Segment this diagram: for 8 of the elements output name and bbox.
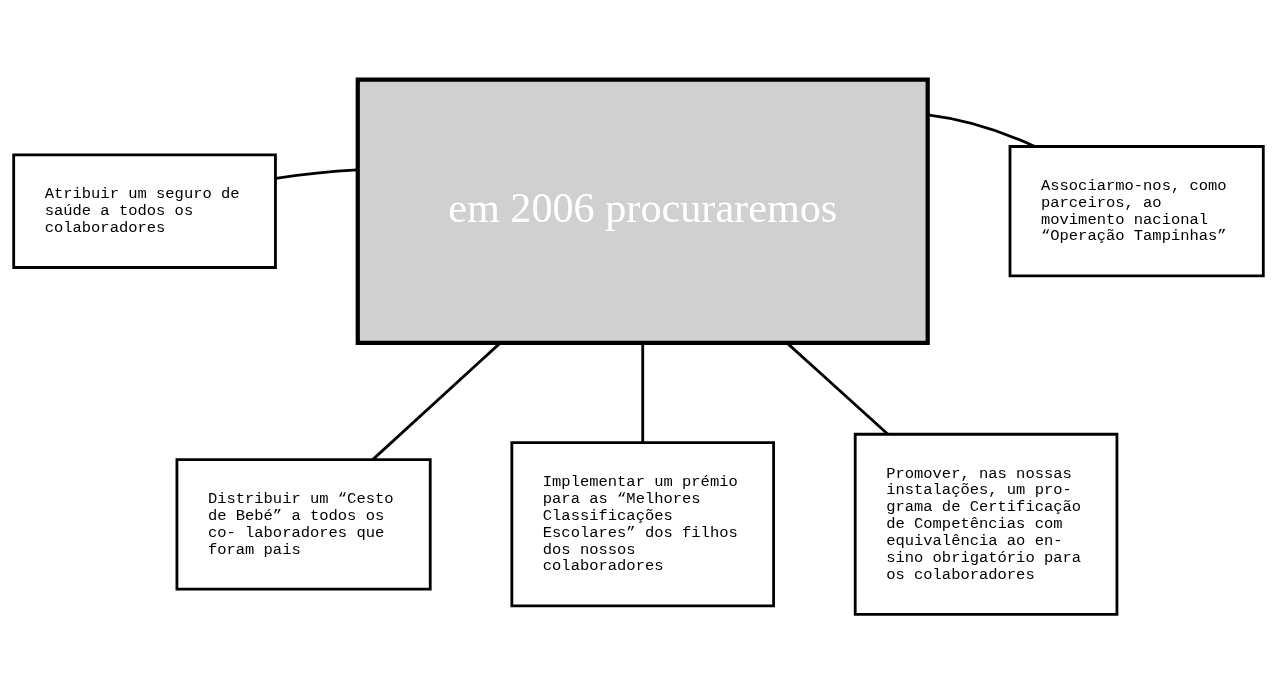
node-box: Implementar um prémio para as “Melhores Classificações Escolares” dos filhos dos nossos colaboradores — [510, 440, 775, 607]
node-box: Atribuir um seguro de saúde a todos os colaboradores — [12, 153, 277, 269]
connector — [275, 167, 358, 180]
connector — [927, 112, 1035, 148]
node-box: Associarmo-nos, como parceiros, ao movimento nacional “Operação Tampinhas” — [1008, 144, 1265, 277]
connector — [641, 342, 645, 443]
node-box: Promover, nas nossas instalações, um pro- grama de Certificação de Competências com equivalência ao en- sino obrigatório para os colaboradores — [853, 432, 1119, 616]
node-box: Distribuir um “Cesto de Bebé” a todos os co- laboradores que foram pais — [175, 457, 432, 590]
